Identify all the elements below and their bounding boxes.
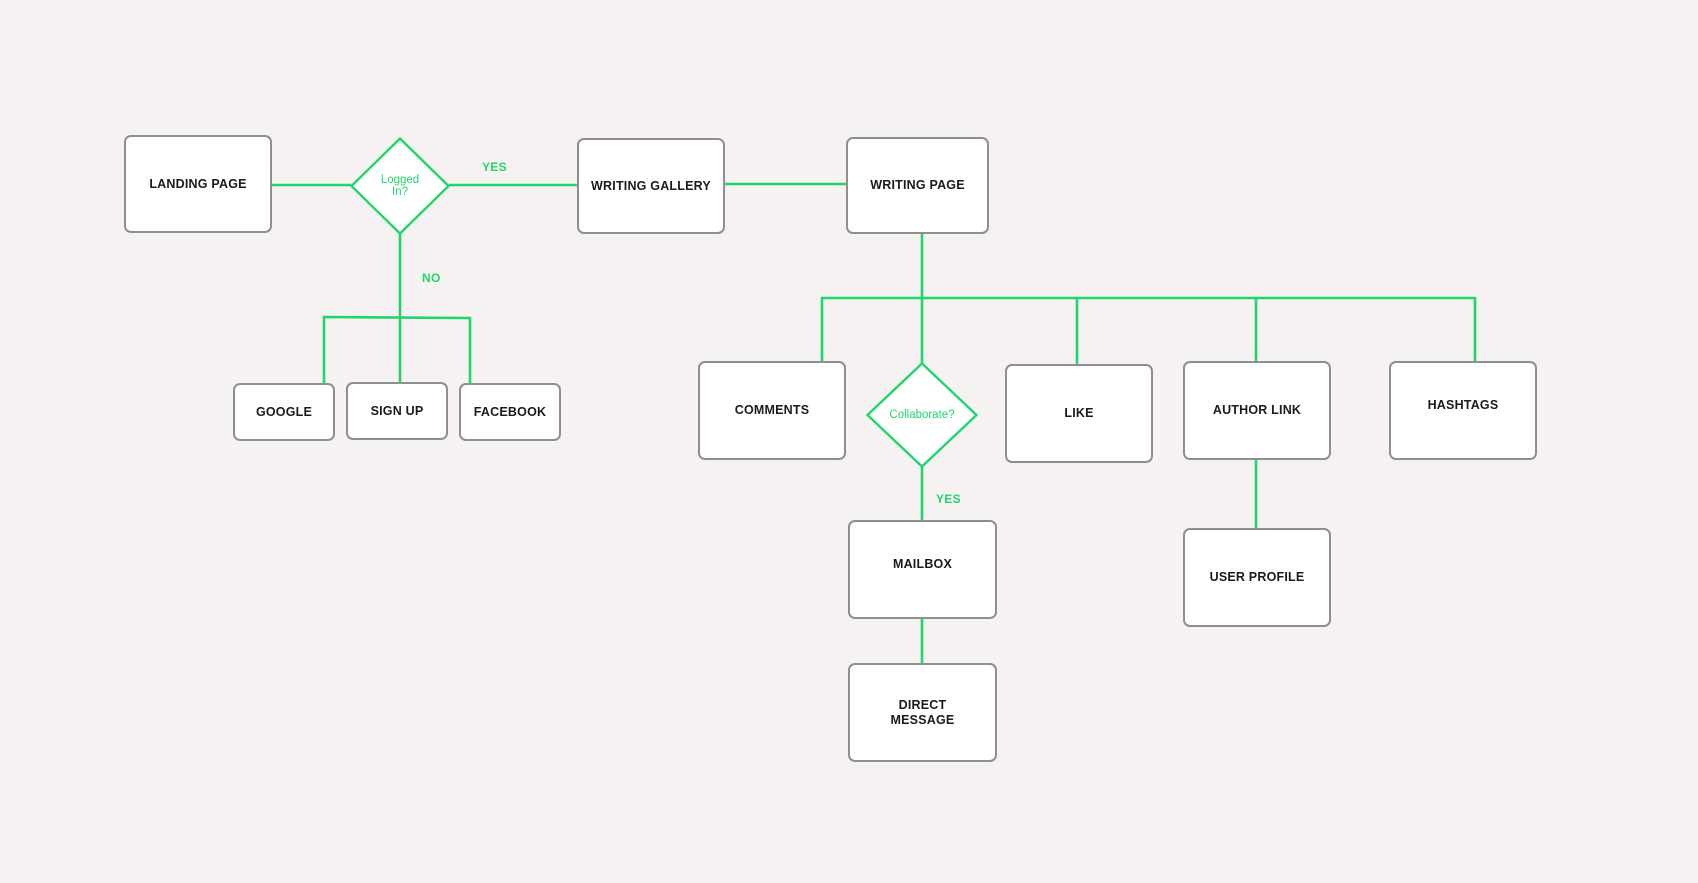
node-label: COMMENTS — [734, 403, 810, 418]
node-label: MAILBOX — [892, 557, 953, 572]
decision-collaborate: Collaborate? — [866, 362, 978, 468]
edge-label-yes: YES — [936, 492, 961, 506]
node-like: LIKE — [1005, 364, 1153, 463]
node-label: WRITING PAGE — [870, 178, 965, 193]
decision-diamond — [350, 137, 450, 235]
decision-logged-in: Logged In? — [350, 137, 450, 235]
node-landing-page: LANDING PAGE — [124, 135, 272, 233]
node-user-profile: USER PROFILE — [1183, 528, 1331, 627]
edge-label-no: NO — [422, 271, 441, 285]
node-mailbox: MAILBOX — [848, 520, 997, 619]
node-comments: COMMENTS — [698, 361, 846, 460]
node-label: SIGN UP — [370, 403, 424, 418]
connector-login-options-bus — [322, 315, 472, 384]
decision-label: Collaborate? — [889, 408, 955, 421]
node-label: USER PROFILE — [1209, 570, 1305, 585]
node-author-link: AUTHOR LINK — [1183, 361, 1331, 460]
node-writing-page: WRITING PAGE — [846, 137, 989, 234]
node-facebook: FACEBOOK — [459, 383, 561, 441]
node-writing-gallery: WRITING GALLERY — [577, 138, 725, 234]
node-hashtags: HASHTAGS — [1389, 361, 1537, 460]
node-label: AUTHOR LINK — [1212, 403, 1302, 418]
node-label: HASHTAGS — [1427, 398, 1499, 413]
node-label: WRITING GALLERY — [591, 178, 711, 193]
edge-label-yes: YES — [482, 160, 507, 174]
decision-label: Logged In? — [380, 173, 420, 198]
node-label: LANDING PAGE — [149, 176, 247, 191]
decision-diamond — [866, 362, 978, 468]
node-label: LIKE — [1064, 406, 1094, 421]
node-label: DIRECT MESSAGE — [890, 698, 955, 727]
node-sign-up: SIGN UP — [346, 382, 448, 440]
node-label: GOOGLE — [255, 404, 313, 419]
node-direct-message: DIRECT MESSAGE — [848, 663, 997, 762]
connector-writing-page-bus — [820, 296, 1477, 362]
node-label: FACEBOOK — [473, 404, 547, 419]
node-google: GOOGLE — [233, 383, 335, 441]
